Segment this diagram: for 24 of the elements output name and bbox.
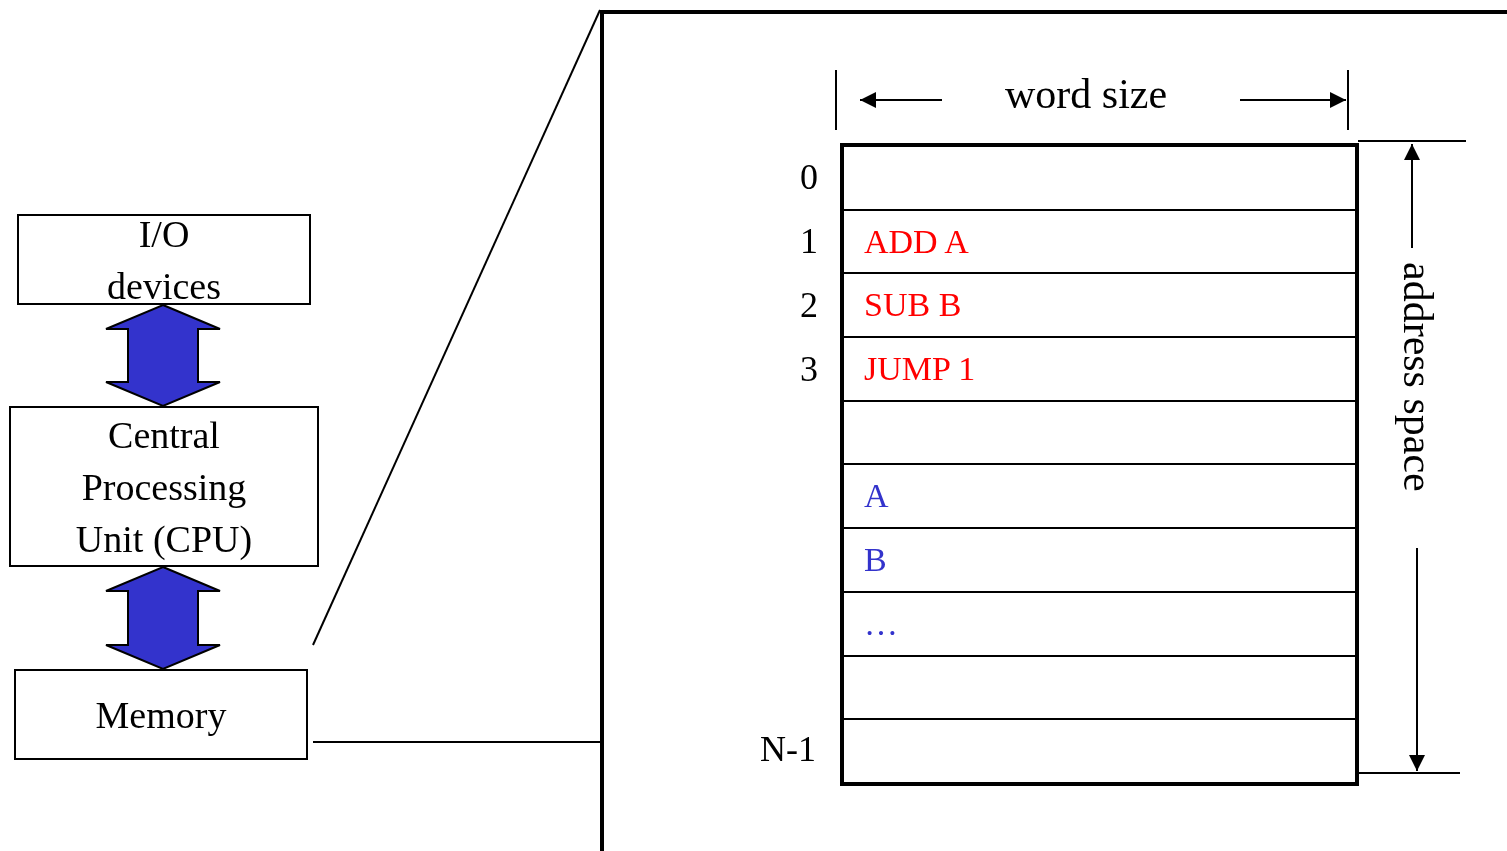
- memory-cell: A: [844, 465, 1355, 530]
- memory-zoom-panel: [600, 10, 1507, 851]
- box-label: I/O devices: [106, 211, 222, 309]
- address-number: 1: [800, 221, 818, 261]
- dimension-label: word size: [1005, 74, 1168, 114]
- memory-cell: JUMP 1: [844, 338, 1355, 402]
- address-number: 2: [800, 285, 818, 325]
- block-arrow: [105, 303, 221, 408]
- memory-cell: B: [844, 529, 1355, 593]
- memory-cell: …: [844, 592, 1355, 657]
- block-arrow: [105, 565, 221, 671]
- address-number: 0: [800, 157, 818, 197]
- component-box: [17, 214, 311, 305]
- component-box: [9, 406, 319, 567]
- dimension-label: address space: [1395, 262, 1441, 492]
- memory-cell: ADD A: [844, 210, 1355, 275]
- zoom-line: [312, 741, 601, 743]
- address-number: N-1: [760, 729, 816, 769]
- memory-cell: SUB B: [844, 274, 1355, 339]
- box-label: Memory: [94, 692, 228, 738]
- component-box: [14, 669, 308, 760]
- box-label: Central Processing Unit (CPU): [74, 412, 254, 562]
- address-number: 3: [800, 349, 818, 389]
- zoom-line: [312, 9, 601, 646]
